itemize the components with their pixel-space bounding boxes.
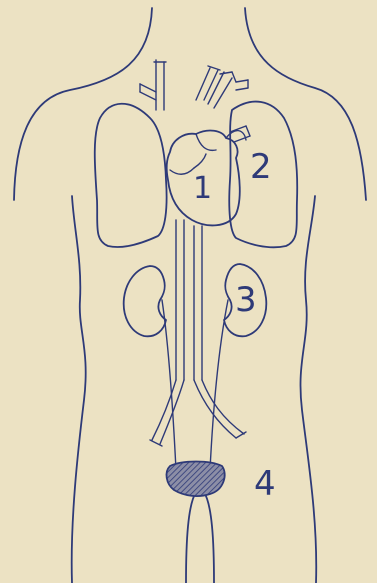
body-outline [14,8,366,583]
ureters [162,300,228,470]
heart-label: 1 [193,174,212,204]
bladder-label: 4 [254,467,276,501]
lung-label: 2 [250,150,272,184]
bladder [167,462,225,497]
great-vessels [140,60,248,110]
kidney-label: 3 [235,283,257,317]
